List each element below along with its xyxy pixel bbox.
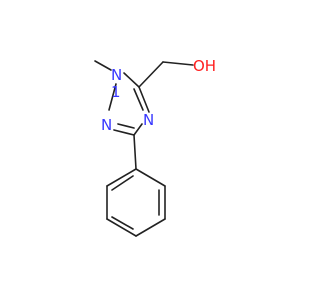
bond-n4-c5 <box>138 86 150 113</box>
bonds <box>94 60 194 237</box>
molecule-structure: N 1 N N OH <box>94 57 216 237</box>
bond-ph-inner-b <box>111 216 134 230</box>
bond-ph-6-1 <box>106 168 137 187</box>
bond-ph-4-5 <box>106 218 137 237</box>
bond-methyl-n1 <box>94 60 112 71</box>
bond-c3-phenyl <box>133 134 137 170</box>
bond-c3-n4 <box>133 123 143 136</box>
bond-n2-c3-double <box>117 123 135 129</box>
bond-ph-inner-c <box>111 175 134 191</box>
bond-c5-ch2 <box>138 61 164 88</box>
structure-canvas: N 1 N N OH <box>94 57 216 237</box>
hydroxyl-label: OH <box>193 57 216 75</box>
bond-n1-n2 <box>108 83 117 111</box>
bond-n2-c3 <box>113 129 135 136</box>
atom-n1-locant: 1 <box>111 83 121 101</box>
bond-ph-3-4 <box>135 218 166 237</box>
bond-ph-1-2 <box>135 168 166 187</box>
atom-n1-label: N <box>111 66 122 84</box>
atom-n2-label: N <box>101 116 112 134</box>
bond-n1-c5 <box>123 72 140 88</box>
bond-n4-c5-double <box>133 88 144 111</box>
atom-n4-label: N <box>143 111 154 129</box>
bond-ch2-o <box>162 61 194 66</box>
